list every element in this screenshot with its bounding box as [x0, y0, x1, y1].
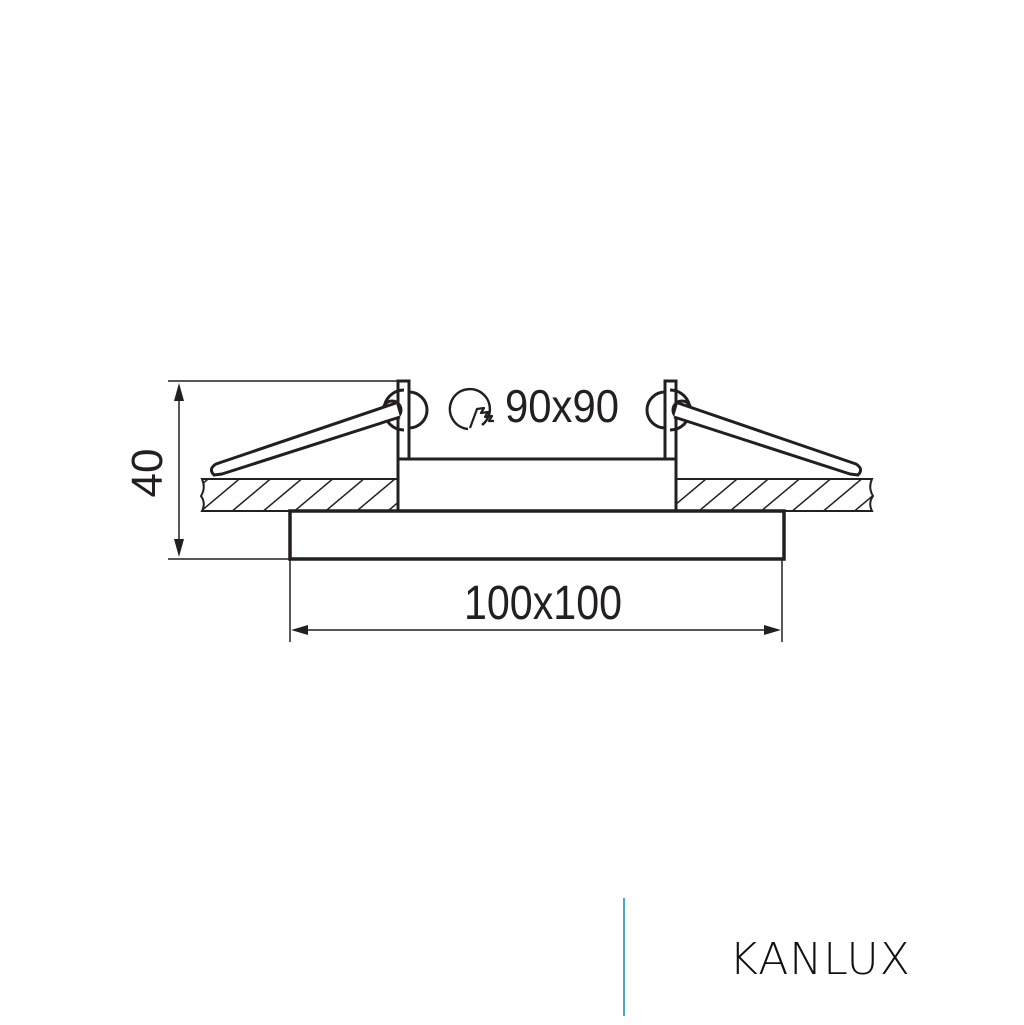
arrow-up-icon: [174, 383, 184, 401]
cutout-label: 90x90: [505, 380, 619, 432]
arrow-right-icon: [764, 625, 781, 635]
width-label: 100x100: [464, 577, 622, 630]
height-dimension: 40: [123, 380, 400, 560]
cutout-dimension: 90x90: [448, 380, 619, 432]
ceiling-cutout-icon: [448, 387, 494, 431]
ceiling-panel: [199, 478, 875, 512]
right-spring-clip: [645, 388, 863, 477]
height-label: 40: [123, 449, 172, 498]
outer-trim: [288, 509, 786, 561]
brand-divider: [623, 898, 625, 1016]
brand-logo: KANLUX: [729, 934, 911, 985]
ceiling-panel-left: [199, 478, 399, 512]
ceiling-panel-right: [675, 478, 875, 512]
right-bracket-post: [663, 379, 678, 461]
arrow-down-icon: [174, 539, 184, 557]
left-spring-clip: [209, 388, 429, 477]
left-bracket-post: [396, 379, 411, 461]
fixture-body: [288, 379, 786, 561]
arrow-left-icon: [291, 625, 308, 635]
inner-housing: [396, 457, 678, 513]
width-dimension: 100x100: [289, 559, 783, 642]
